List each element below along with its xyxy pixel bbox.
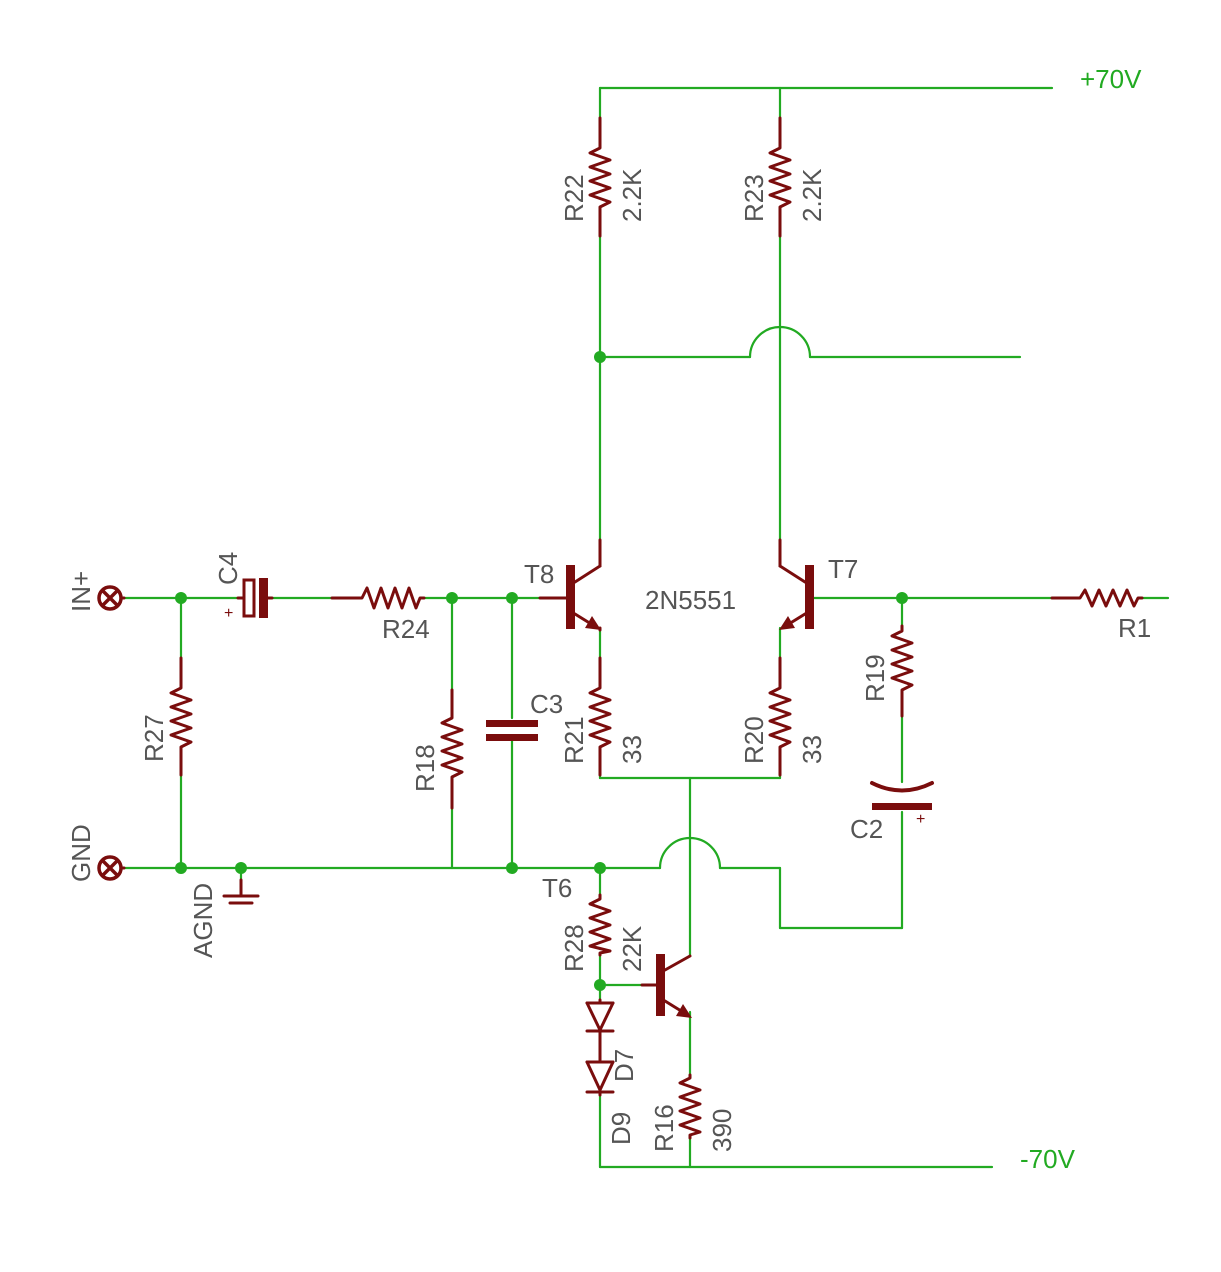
r1-ref: R1 bbox=[1118, 613, 1151, 643]
r18-ref: R18 bbox=[410, 744, 440, 792]
r22-value: 2.2K bbox=[617, 168, 647, 222]
r16-ref: R16 bbox=[649, 1104, 679, 1152]
t8-ref: T8 bbox=[524, 559, 554, 589]
rail-neg-label: -70V bbox=[1020, 1144, 1076, 1174]
r28-value: 22K bbox=[617, 925, 647, 972]
resistor-r22 bbox=[588, 116, 612, 238]
r20-ref: R20 bbox=[739, 716, 769, 764]
in-terminal-label: IN+ bbox=[66, 571, 96, 612]
pair-part-label: 2N5551 bbox=[645, 585, 736, 615]
agnd-symbol-icon bbox=[222, 878, 260, 905]
diode-d7 bbox=[585, 998, 615, 1062]
resistor-r19 bbox=[890, 624, 914, 718]
labels: +70V -70V IN+ GND AGND R22 2.2K R23 2.2K… bbox=[66, 64, 1151, 1174]
c3-ref: C3 bbox=[530, 689, 563, 719]
r24-ref: R24 bbox=[382, 614, 430, 644]
resistor-r21 bbox=[588, 656, 612, 777]
t6-ref: T6 bbox=[542, 873, 572, 903]
r23-ref: R23 bbox=[739, 174, 769, 222]
resistor-r1 bbox=[1050, 588, 1144, 608]
resistor-r16 bbox=[678, 1073, 702, 1140]
wires bbox=[122, 86, 1170, 1169]
capacitor-c4 bbox=[236, 578, 274, 618]
r27-ref: R27 bbox=[139, 714, 169, 762]
r28-ref: R28 bbox=[559, 924, 589, 972]
capacitor-c2 bbox=[870, 781, 934, 810]
c2-ref: C2 bbox=[850, 814, 883, 844]
diode-d9 bbox=[585, 1060, 615, 1097]
resistor-r28 bbox=[588, 893, 612, 957]
capacitor-c3 bbox=[486, 720, 538, 741]
resistor-r18 bbox=[440, 688, 464, 810]
d9-ref: D9 bbox=[606, 1112, 636, 1145]
transistor-t8 bbox=[538, 538, 602, 632]
resistor-r24 bbox=[330, 586, 426, 610]
c2-polarity: + bbox=[916, 811, 925, 828]
resistor-r20 bbox=[768, 656, 792, 777]
in-terminal-icon bbox=[97, 585, 126, 611]
r21-value: 33 bbox=[617, 735, 647, 764]
resistor-r27 bbox=[169, 656, 193, 777]
r22-ref: R22 bbox=[559, 174, 589, 222]
gnd-terminal-icon bbox=[97, 855, 126, 881]
transistor-t7 bbox=[778, 538, 814, 630]
agnd-label: AGND bbox=[188, 883, 218, 958]
transistor-t6 bbox=[640, 954, 692, 1018]
c4-ref: C4 bbox=[213, 552, 243, 585]
c4-polarity: + bbox=[224, 605, 233, 622]
gnd-terminal-label: GND bbox=[66, 824, 96, 882]
r19-ref: R19 bbox=[860, 654, 890, 702]
r23-value: 2.2K bbox=[797, 168, 827, 222]
rail-pos-label: +70V bbox=[1080, 64, 1142, 94]
r16-value: 390 bbox=[707, 1109, 737, 1152]
resistor-r23 bbox=[768, 116, 792, 238]
r20-value: 33 bbox=[797, 735, 827, 764]
r21-ref: R21 bbox=[559, 716, 589, 764]
d7-ref: D7 bbox=[609, 1049, 639, 1082]
t7-ref: T7 bbox=[828, 554, 858, 584]
junction-dots bbox=[175, 351, 908, 991]
